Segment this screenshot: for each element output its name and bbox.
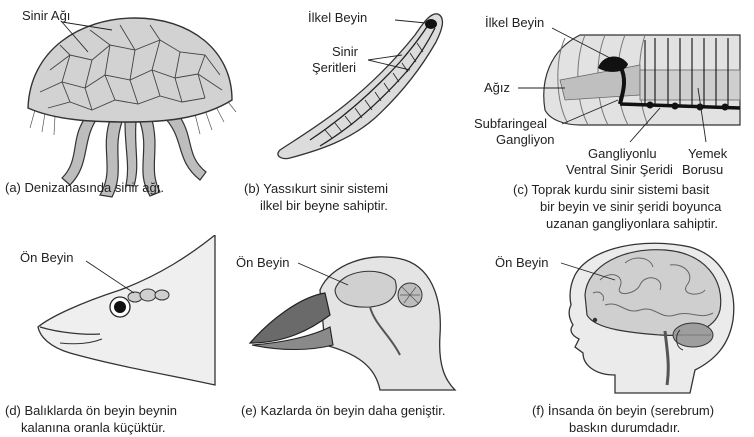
caption-b-2: ilkel bir beyne sahiptir. [260, 197, 388, 214]
label-primitive-brain-c: İlkel Beyin [485, 15, 544, 30]
label-nerve-net: Sinir Ağı [22, 8, 70, 23]
flatworm-illustration [250, 0, 470, 175]
label-subpharyngeal-1: Subfaringeal [474, 116, 547, 131]
label-nerve-cords-1: Sinir [332, 44, 358, 59]
label-forebrain-e: Ön Beyin [236, 255, 289, 270]
caption-c-2: bir beyin ve sinir şeridi boyunca [540, 198, 721, 215]
label-primitive-brain: İlkel Beyin [308, 10, 367, 25]
label-ventral-cord-2: Ventral Sinir Şeridi [566, 162, 673, 177]
caption-b-1: (b) Yassıkurt sinir sistemi [244, 180, 388, 197]
panel-earthworm: İlkel Beyin Ağız Subfaringeal Gangliyon … [470, 0, 754, 180]
caption-c-1: (c) Toprak kurdu sinir sistemi basit [513, 181, 709, 198]
caption-f-2: baskın durumdadır. [569, 419, 680, 436]
caption-d-1: (d) Balıklarda ön beyin beynin [5, 402, 177, 419]
label-nerve-cords-2: Şeritleri [312, 60, 356, 75]
panel-goose: Ön Beyin [230, 235, 475, 395]
caption-c-3: uzanan gangliyonlara sahiptir. [546, 215, 718, 232]
panel-flatworm: İlkel Beyin Sinir Şeritleri [250, 0, 470, 175]
label-mouth: Ağız [484, 80, 510, 95]
panel-fish: Ön Beyin [0, 235, 230, 390]
caption-f-1: (f) İnsanda ön beyin (serebrum) [532, 402, 714, 419]
label-esophagus-2: Borusu [682, 162, 723, 177]
caption-d-2: kalanına oranla küçüktür. [21, 419, 166, 436]
label-forebrain-f: Ön Beyin [495, 255, 548, 270]
label-subpharyngeal-2: Gangliyon [496, 132, 555, 147]
label-ventral-cord-1: Gangliyonlu [588, 146, 657, 161]
panel-human: Ön Beyin [475, 235, 754, 395]
label-forebrain-d: Ön Beyin [20, 250, 73, 265]
label-esophagus-1: Yemek [688, 146, 727, 161]
caption-e: (e) Kazlarda ön beyin daha geniştir. [241, 402, 446, 419]
caption-a: (a) Denizanasında sinir ağı. [5, 179, 164, 196]
